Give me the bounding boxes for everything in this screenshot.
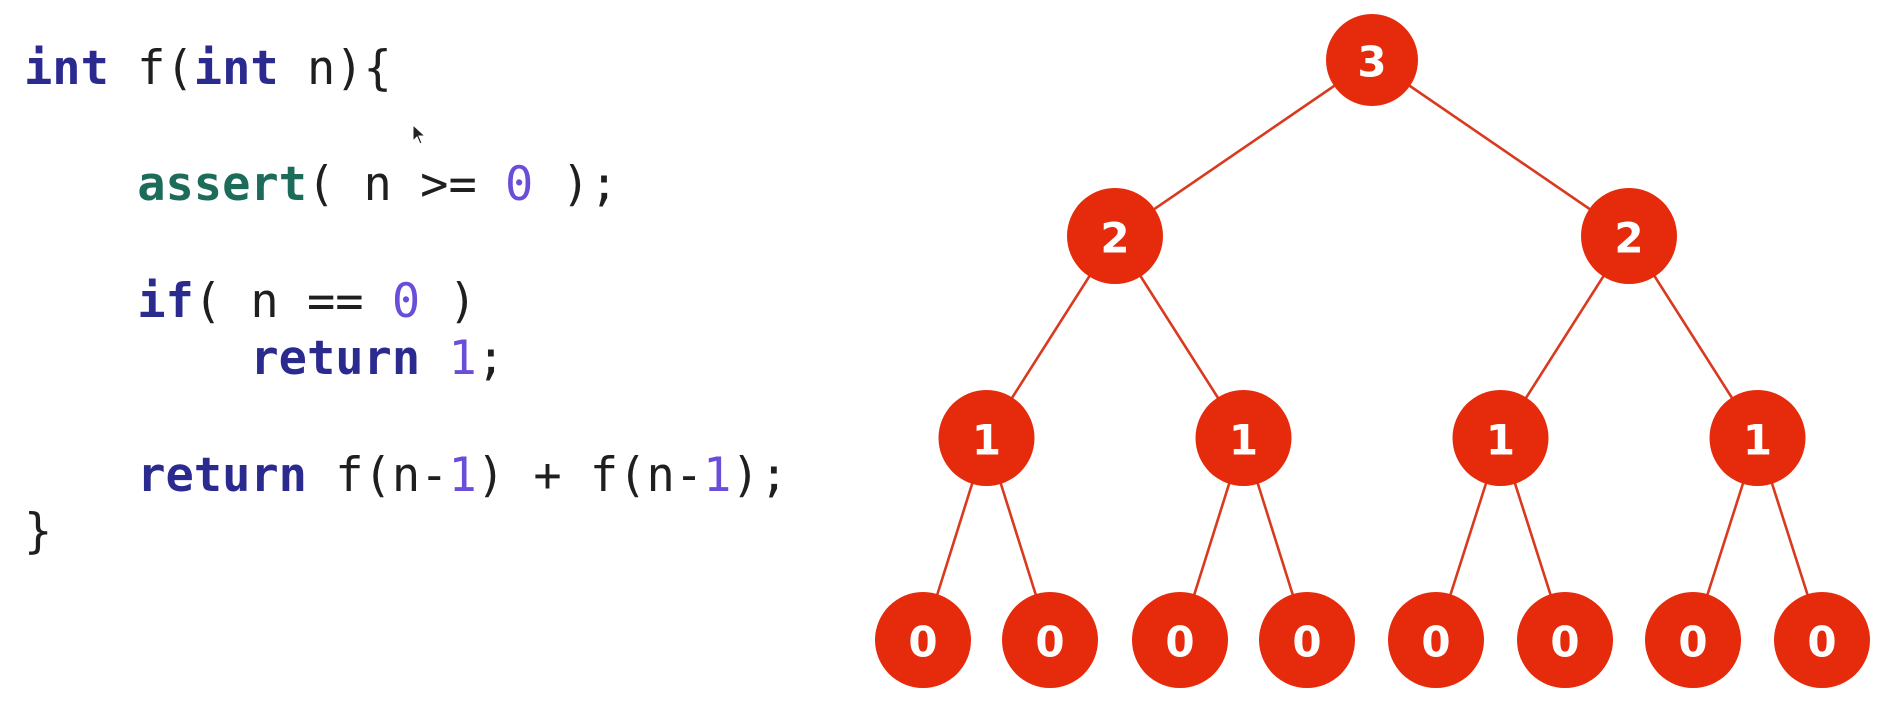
- code-token: assert: [137, 157, 307, 212]
- code-token: 1: [448, 331, 477, 386]
- tree-node: 1: [1452, 390, 1549, 486]
- tree-node-label: 0: [1807, 618, 1836, 667]
- tree-node-circle: [875, 592, 971, 688]
- tree-node-circle: [938, 390, 1035, 486]
- tree-node-circle: [1452, 390, 1549, 486]
- code-token: f(n-: [306, 448, 449, 503]
- tree-node: 2: [1067, 188, 1163, 284]
- tree-node-label: 0: [1678, 618, 1707, 667]
- code-token: 0: [391, 274, 421, 329]
- code-token: if: [137, 274, 194, 329]
- tree-edge: [1114, 58, 1373, 238]
- tree-node-circle: [1195, 390, 1292, 486]
- code-token: int: [24, 41, 109, 96]
- tree-node-label: 0: [1550, 618, 1579, 667]
- tree-node-label: 1: [972, 416, 1001, 465]
- tree-node-circle: [1326, 14, 1418, 106]
- code-line: int f(int n){: [24, 40, 392, 98]
- tree-node: 1: [1195, 390, 1292, 486]
- code-token: );: [731, 448, 789, 503]
- tree-edges: [921, 58, 1824, 641]
- code-token: ): [420, 274, 477, 329]
- tree-node: 0: [1002, 592, 1098, 688]
- tree-node-label: 2: [1614, 214, 1643, 263]
- tree-node-circle: [1774, 592, 1870, 688]
- tree-node-circle: [1067, 188, 1163, 284]
- code-line: return f(n-1) + f(n-1);: [24, 447, 788, 505]
- tree-node-circle: [1581, 188, 1677, 284]
- code-line: if( n == 0 ): [24, 273, 477, 331]
- mouse-pointer-icon: [412, 124, 427, 145]
- tree-node-label: 1: [1743, 416, 1772, 465]
- tree-node-circle: [1388, 592, 1484, 688]
- tree-node: 0: [1388, 592, 1484, 688]
- code-token: int: [193, 41, 279, 96]
- code-token: n){: [278, 41, 392, 96]
- tree-node-circle: [1645, 592, 1741, 688]
- tree-node-label: 3: [1357, 38, 1386, 87]
- tree-node-circle: [1517, 592, 1613, 688]
- tree-node: 0: [1774, 592, 1870, 688]
- tree-node-label: 2: [1100, 214, 1129, 263]
- tree-node-label: 0: [1421, 618, 1450, 667]
- code-token: 1: [703, 448, 732, 503]
- tree-node: 0: [1517, 592, 1613, 688]
- code-token: 1: [448, 448, 477, 503]
- tree-nodes: 3 2 1 0 0 1 0 0 2 1 0 0 1 0 0: [875, 14, 1870, 688]
- tree-node: 0: [1132, 592, 1228, 688]
- tree-node: 1: [938, 390, 1035, 486]
- tree-node-label: 0: [1292, 618, 1321, 667]
- code-token: ) + f(n-: [476, 448, 704, 503]
- tree-node-circle: [1709, 390, 1806, 486]
- tree-node-circle: [1002, 592, 1098, 688]
- code-token: ( n >=: [306, 157, 506, 212]
- tree-node: 3: [1326, 14, 1418, 106]
- code-token: );: [533, 157, 619, 212]
- code-token: return: [250, 331, 421, 386]
- code-token: }: [24, 504, 53, 559]
- tree-node-label: 0: [1035, 618, 1064, 667]
- code-token: ( n ==: [193, 274, 392, 329]
- tree-node: 0: [1259, 592, 1355, 688]
- code-line: assert( n >= 0 );: [24, 156, 618, 214]
- tree-node-circle: [1259, 592, 1355, 688]
- code-token: f(: [108, 41, 194, 96]
- tree-node: 2: [1581, 188, 1677, 284]
- code-token: 0: [505, 157, 534, 212]
- code-token: return: [137, 448, 307, 503]
- tree-node: 0: [875, 592, 971, 688]
- tree-node-label: 1: [1486, 416, 1515, 465]
- tree-node: 0: [1645, 592, 1741, 688]
- tree-node-label: 0: [908, 618, 937, 667]
- tree-node-label: 1: [1229, 416, 1258, 465]
- tree-edge: [1371, 58, 1630, 238]
- tree-node-label: 0: [1165, 618, 1194, 667]
- code-line: }: [24, 503, 52, 561]
- code-line: return 1;: [24, 330, 505, 388]
- tree-node: 1: [1709, 390, 1806, 486]
- tree-node-circle: [1132, 592, 1228, 688]
- code-token: ;: [476, 331, 506, 386]
